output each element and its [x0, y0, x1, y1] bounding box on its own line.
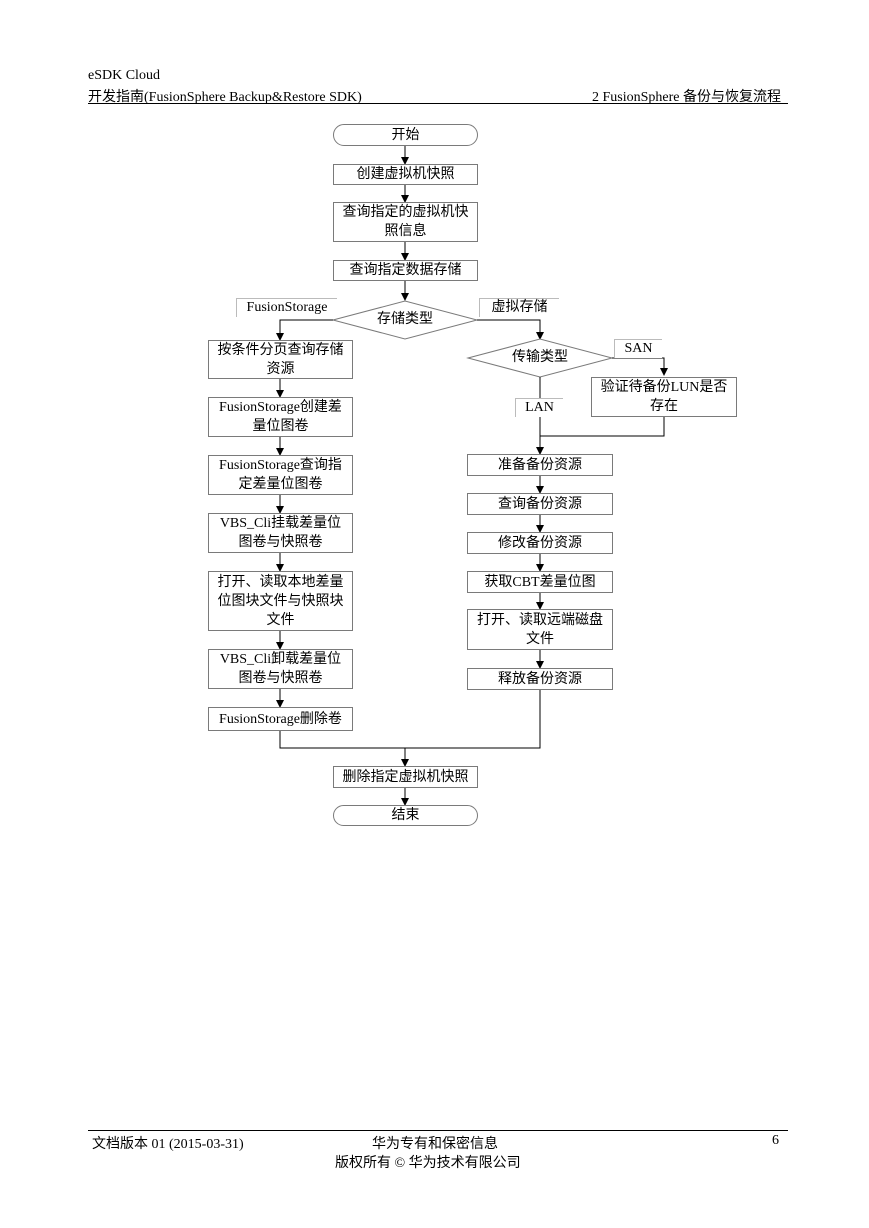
query-datastore-step: 查询指定数据存储 [333, 260, 478, 281]
footer-rule [88, 1130, 788, 1131]
transport-type-decision: 传输类型 [512, 350, 568, 365]
create-snapshot-step: 创建虚拟机快照 [333, 164, 478, 185]
footer-page-number: 6 [772, 1133, 779, 1148]
right-step-query-backup: 查询备份资源 [467, 493, 613, 515]
storage-type-decision: 存储类型 [377, 312, 433, 327]
footer-version: 文档版本 01 (2015-03-31) [92, 1137, 244, 1152]
left-step-query-diff-volume: FusionStorage查询指定差量位图卷 [208, 455, 353, 495]
end-terminal: 结束 [333, 805, 478, 826]
right-step-read-remote-disk: 打开、读取远端磁盘文件 [467, 609, 613, 650]
branch-label-san: SAN [614, 339, 662, 358]
left-step-unmount-volumes: VBS_Cli卸载差量位图卷与快照卷 [208, 649, 353, 689]
left-step-create-diff-volume: FusionStorage创建差量位图卷 [208, 397, 353, 437]
left-step-delete-volume: FusionStorage删除卷 [208, 707, 353, 731]
verify-lun-step: 验证待备份LUN是否存在 [591, 377, 737, 417]
branch-label-lan: LAN [515, 398, 563, 417]
header-chapter: 2 FusionSphere 备份与恢复流程 [592, 90, 781, 105]
branch-label-virtual-storage: 虚拟存储 [479, 298, 559, 317]
left-step-query-storage: 按条件分页查询存储资源 [208, 340, 353, 379]
query-snapshot-step: 查询指定的虚拟机快照信息 [333, 202, 478, 242]
start-terminal: 开始 [333, 124, 478, 146]
header-guide: 开发指南(FusionSphere Backup&Restore SDK) [88, 90, 362, 105]
left-step-mount-volumes: VBS_Cli挂载差量位图卷与快照卷 [208, 513, 353, 553]
header-rule [88, 103, 788, 104]
footer-copyright: 版权所有 © 华为技术有限公司 [335, 1156, 521, 1171]
right-step-prepare-backup: 准备备份资源 [467, 454, 613, 476]
footer-confidential: 华为专有和保密信息 [372, 1137, 498, 1152]
branch-label-fusionstorage: FusionStorage [236, 298, 337, 317]
right-step-modify-backup: 修改备份资源 [467, 532, 613, 554]
right-step-release-backup: 释放备份资源 [467, 668, 613, 690]
right-step-get-cbt: 获取CBT差量位图 [467, 571, 613, 593]
delete-snapshot-step: 删除指定虚拟机快照 [333, 766, 478, 788]
left-step-read-local-files: 打开、读取本地差量位图块文件与快照块文件 [208, 571, 353, 631]
header-product: eSDK Cloud [88, 68, 160, 83]
